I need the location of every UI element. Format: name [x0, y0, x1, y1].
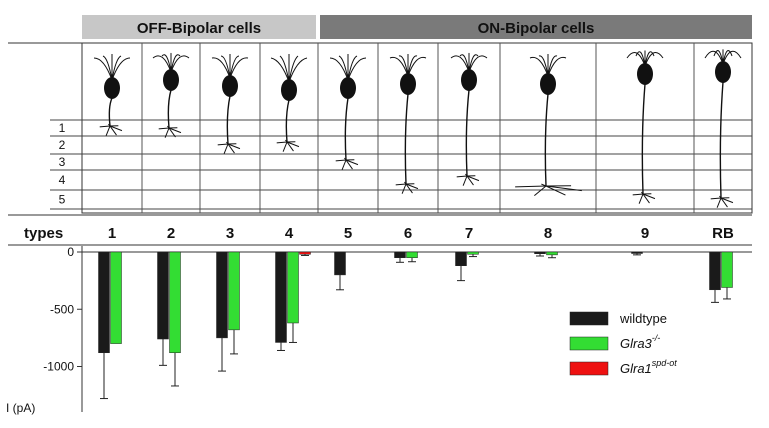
y-axis: 0 -500 -1000: [43, 245, 752, 412]
types-label: types: [24, 225, 63, 242]
ipl-layer-labels: 1 2 3 4 5: [59, 121, 66, 207]
type-label: 9: [641, 225, 649, 242]
off-header-bar: [82, 15, 316, 39]
bar: [110, 251, 122, 344]
bar: [169, 251, 181, 354]
layer-label: 3: [59, 155, 66, 169]
legend-label: Glra1spd-ot: [620, 358, 677, 376]
bar: [216, 251, 228, 339]
legend-label: wildtype: [619, 311, 667, 326]
on-header-bar: [320, 15, 752, 39]
layer-label: 2: [59, 138, 66, 152]
bipolar-cell-sketch: [515, 54, 582, 197]
bipolar-cell-sketch: [329, 54, 367, 170]
bar: [721, 251, 733, 288]
bipolar-cell-sketch: [389, 54, 427, 194]
bar: [709, 251, 721, 291]
type-label: 7: [465, 225, 473, 242]
bar: [394, 251, 406, 258]
bar: [98, 251, 110, 354]
legend-label: Glra3-/-: [620, 333, 660, 351]
y-tick-label: -500: [50, 302, 74, 316]
legend-swatch: [569, 336, 609, 351]
bipolar-cell-sketch: [704, 49, 742, 208]
type-labels: 1 2 3 4 5 6 7 8 9 RB: [108, 225, 734, 242]
ipl-layer-lines: [50, 119, 752, 210]
legend-swatch: [569, 361, 609, 376]
bar: [546, 251, 558, 256]
type-label: 5: [344, 225, 352, 242]
y-tick-label: 0: [67, 245, 74, 259]
type-label: 2: [167, 225, 175, 242]
bar: [406, 251, 418, 258]
bar: [334, 251, 346, 276]
bar: [455, 251, 467, 266]
bar: [299, 251, 311, 255]
layer-label: 1: [59, 121, 66, 135]
type-label: 3: [226, 225, 234, 242]
bipolar-cell-sketch: [270, 54, 308, 152]
type-label: 6: [404, 225, 412, 242]
legend-superscript: spd-ot: [652, 358, 678, 368]
type-label: 8: [544, 225, 552, 242]
off-header-label: OFF-Bipolar cells: [137, 20, 261, 37]
legend-superscript: -/-: [652, 333, 661, 343]
legend-swatch: [569, 311, 609, 326]
bipolar-cell-sketch: [450, 52, 488, 186]
bipolar-cell-sketch: [152, 52, 190, 138]
y-tick-label: -1000: [43, 360, 74, 374]
bipolar-cell-sketch: [626, 50, 664, 204]
bar: [228, 251, 240, 331]
bipolar-cell-sketch: [211, 54, 249, 154]
y-axis-label: I (pA): [6, 401, 35, 415]
type-label: RB: [712, 225, 734, 242]
type-label: 1: [108, 225, 116, 242]
type-label: 4: [285, 225, 294, 242]
bar: [275, 251, 287, 343]
layer-label: 4: [59, 173, 66, 187]
on-header-label: ON-Bipolar cells: [478, 20, 595, 37]
bipolar-cell-sketch: [93, 54, 131, 136]
bar-series: [98, 251, 733, 400]
bar: [287, 251, 299, 324]
column-dividers: [141, 43, 695, 213]
bar: [534, 251, 546, 254]
bar: [157, 251, 169, 340]
layer-label: 5: [59, 193, 66, 207]
bipolar-cell-drawings: [93, 49, 742, 208]
bar: [467, 251, 479, 255]
